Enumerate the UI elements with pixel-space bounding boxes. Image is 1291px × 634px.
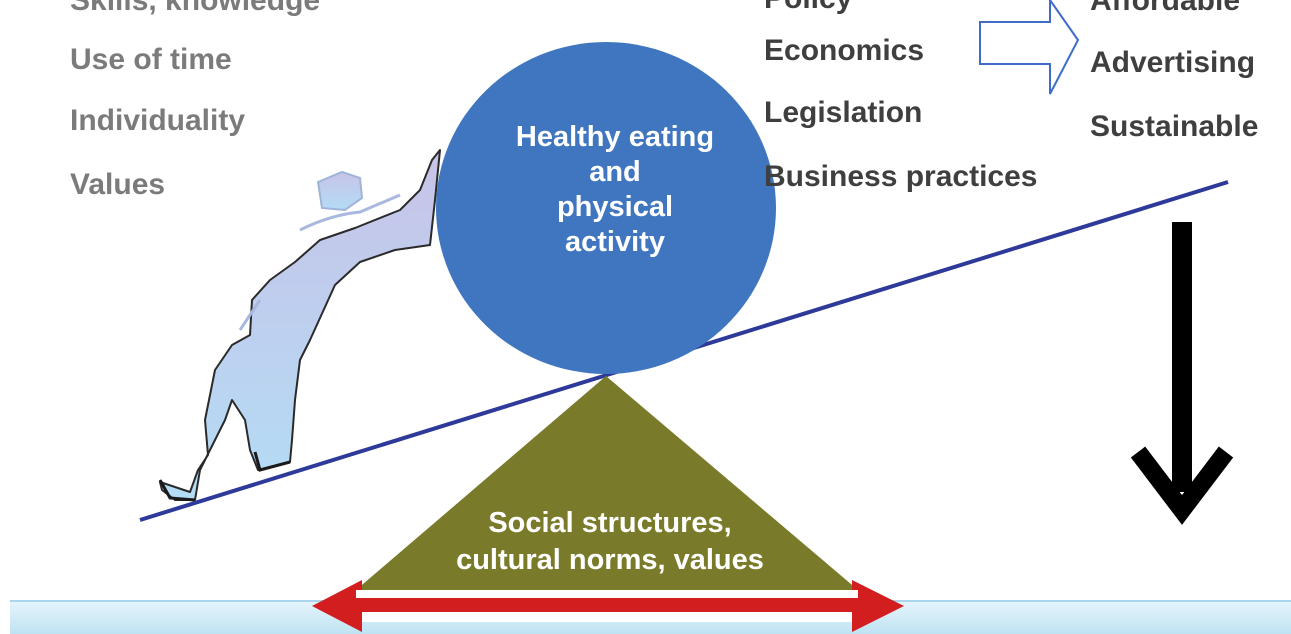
down-arrow-icon: [1130, 222, 1234, 525]
ball-label-line-3: physical: [556, 191, 674, 223]
ball-label-line-2: and: [589, 156, 641, 188]
hollow-right-arrow-icon: [979, 0, 1080, 95]
ball-label: Healthy eating and physical activity: [440, 120, 790, 260]
ball-label-line-4: activity: [565, 226, 665, 258]
fulcrum-label-line-2: cultural norms, values: [456, 544, 764, 576]
middle-factor-legislation: Legislation: [764, 96, 923, 129]
right-factor-advertising: Advertising: [1090, 46, 1256, 79]
middle-factor-policy: Policy: [764, 0, 852, 14]
healthy-eating-ball: [436, 42, 776, 374]
middle-factor-business: Business practices: [764, 160, 1038, 193]
left-factor-time: Use of time: [70, 43, 232, 76]
fulcrum-triangle: [356, 376, 858, 590]
person-pushing-figure-icon: [158, 149, 441, 502]
left-factor-skills: Skills, knowledge: [70, 0, 321, 17]
fulcrum-label: Social structures, cultural norms, value…: [400, 505, 820, 579]
right-factor-sustainable: Sustainable: [1090, 110, 1259, 143]
left-factor-values: Values: [70, 168, 166, 201]
middle-factor-economics: Economics: [764, 34, 925, 67]
fulcrum-label-line-1: Social structures,: [488, 507, 732, 539]
ball-label-line-1: Healthy eating: [515, 121, 715, 153]
left-factor-individuality: Individuality: [70, 104, 246, 137]
double-headed-arrow-icon: [312, 580, 904, 632]
right-factor-affordable: Affordable: [1090, 0, 1240, 17]
